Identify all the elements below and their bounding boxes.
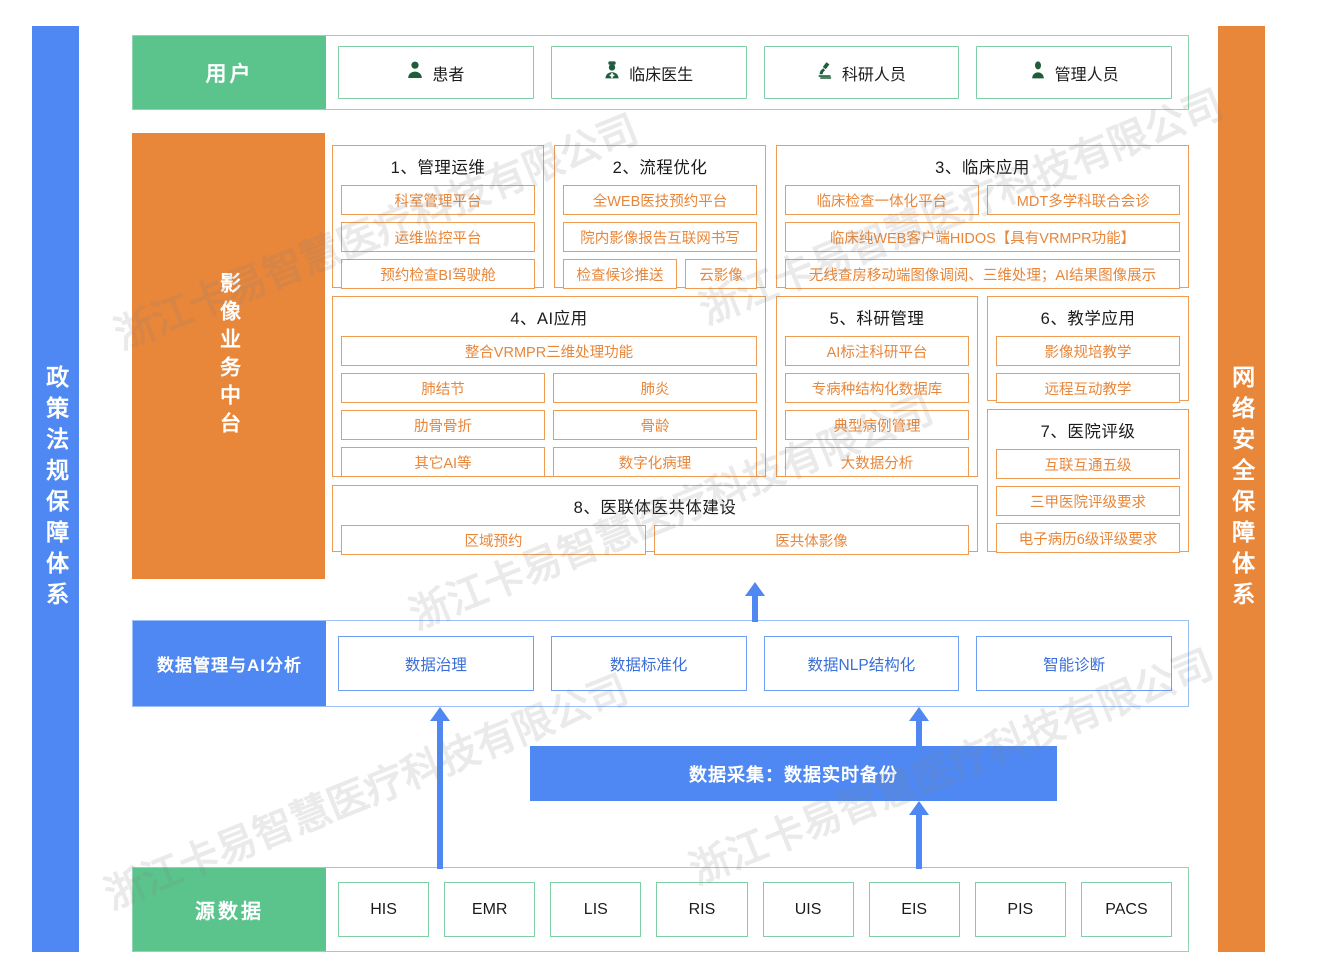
arrow-source-up [909,801,929,869]
arrow-platform-up [745,582,765,622]
group-4-item-6[interactable]: 数字化病理 [553,447,757,477]
source-data-card-his[interactable]: HIS [338,882,430,937]
group-3-item-row: 临床检查一体化平台 MDT多学科联合会诊 [785,185,1180,222]
group-3-clinical-application: 3、临床应用 临床检查一体化平台 MDT多学科联合会诊 临床纯WEB客户端HID… [776,145,1189,289]
user-card-label: 患者 [432,66,465,84]
source-data-card-ris[interactable]: RIS [656,882,748,937]
group-5-item-1[interactable]: 专病种结构化数据库 [785,373,969,403]
users-row: 用户 患者 临床医生 科研人员 [132,35,1189,110]
manager-icon [1030,61,1046,84]
group-title: 4、AI应用 [510,310,588,328]
users-row-label: 用户 [133,36,326,109]
group-4-item-row: 肋骨骨折 骨龄 [341,410,757,447]
user-card-label: 管理人员 [1054,66,1119,84]
group-7-item-0[interactable]: 互联互通五级 [996,449,1180,479]
group-4-item-3[interactable]: 肋骨骨折 [341,410,545,440]
data-management-card-nlp[interactable]: 数据NLP结构化 [763,636,960,691]
group-title: 1、管理运维 [390,159,486,177]
group-5-item-2[interactable]: 典型病例管理 [785,410,969,440]
group-6-item-0[interactable]: 影像规培教学 [996,336,1180,366]
user-card-researcher[interactable]: 科研人员 [763,46,960,99]
data-management-label: 数据管理与AI分析 [133,621,326,706]
group-4-item-row: 其它AI等 数字化病理 [341,447,757,484]
group-2-item-3[interactable]: 云影像 [685,259,757,289]
user-card-label: 科研人员 [841,66,906,84]
source-data-card-list: HIS EMR LIS RIS UIS EIS PIS PACS [338,868,1180,951]
data-management-card-standardization[interactable]: 数据标准化 [550,636,747,691]
data-management-card-list: 数据治理 数据标准化 数据NLP结构化 智能诊断 [338,621,1180,706]
platform-groups: 1、管理运维 科室管理平台 运维监控平台 预约检查BI驾驶舱 2、流程优化 全W… [332,133,1189,579]
group-1-item-2[interactable]: 预约检查BI驾驶舱 [341,259,535,289]
group-7-item-1[interactable]: 三甲医院评级要求 [996,486,1180,516]
source-data-card-eis[interactable]: EIS [868,882,960,937]
group-5-item-3[interactable]: 大数据分析 [785,447,969,477]
user-card-clinician[interactable]: 临床医生 [550,46,747,99]
group-1-management-ops: 1、管理运维 科室管理平台 运维监控平台 预约检查BI驾驶舱 [332,145,544,289]
group-4-item-1[interactable]: 肺结节 [341,373,545,403]
group-1-item-0[interactable]: 科室管理平台 [341,185,535,215]
group-2-item-2[interactable]: 检查候诊推送 [563,259,677,289]
group-4-item-2[interactable]: 肺炎 [553,373,757,403]
source-data-card-pacs[interactable]: PACS [1080,882,1172,937]
source-data-card-emr[interactable]: EMR [444,882,536,937]
arrow-engine-up [430,707,450,747]
group-4-ai-application: 4、AI应用 整合VRMPR三维处理功能 肺结节 肺炎 肋骨骨折 骨龄 其它AI… [332,296,766,477]
imaging-platform-label: 影像业务中台 [217,272,241,440]
imaging-platform-label-block: 影像业务中台 [132,133,325,579]
group-3-item-3[interactable]: 无线查房移动端图像调阅、三维处理；AI结果图像展示 [785,259,1180,289]
left-policy-band: 政策法规保障体系 [32,26,79,952]
right-security-band-label: 网络安全保障体系 [1228,365,1255,613]
group-4-item-5[interactable]: 其它AI等 [341,447,545,477]
source-data-card-pis[interactable]: PIS [974,882,1066,937]
group-title: 5、科研管理 [829,310,925,328]
group-3-item-0[interactable]: 临床检查一体化平台 [785,185,979,215]
source-data-label: 源数据 [133,868,326,951]
group-title: 6、教学应用 [1040,310,1136,328]
group-6-item-1[interactable]: 远程互动教学 [996,373,1180,403]
person-icon [407,61,423,84]
group-7-hospital-rating: 7、医院评级 互联互通五级 三甲医院评级要求 电子病历6级评级要求 [987,409,1189,553]
left-policy-band-label: 政策法规保障体系 [42,365,69,613]
imaging-platform-row: 影像业务中台 1、管理运维 科室管理平台 运维监控平台 预约检查BI驾驶舱 2、… [132,133,1189,579]
group-2-item-0[interactable]: 全WEB医技预约平台 [563,185,757,215]
microscope-icon [817,61,833,84]
group-7-item-2[interactable]: 电子病历6级评级要求 [996,523,1180,553]
group-5-item-0[interactable]: AI标注科研平台 [785,336,969,366]
arrow-collection-up [909,707,929,749]
group-8-item-row: 区域预约 医共体影像 [341,525,969,562]
group-4-item-4[interactable]: 骨龄 [553,410,757,440]
user-card-label: 临床医生 [629,66,694,84]
group-5-research-management: 5、科研管理 AI标注科研平台 专病种结构化数据库 典型病例管理 大数据分析 [776,296,978,477]
group-8-medical-alliance: 8、医联体医共体建设 区域预约 医共体影像 [332,485,978,555]
source-data-row: 源数据 HIS EMR LIS RIS UIS EIS PIS PACS [132,867,1189,952]
data-collection-bar: 数据采集：数据实时备份 [530,746,1057,801]
group-title: 2、流程优化 [612,159,708,177]
user-card-administrator[interactable]: 管理人员 [976,46,1172,99]
group-8-item-0[interactable]: 区域预约 [341,525,646,555]
right-security-band: 网络安全保障体系 [1218,26,1265,952]
group-title: 7、医院评级 [1040,423,1136,441]
group-3-item-1[interactable]: MDT多学科联合会诊 [986,185,1180,215]
group-2-process-optimization: 2、流程优化 全WEB医技预约平台 院内影像报告互联网书写 检查候诊推送 云影像 [554,145,766,289]
group-2-item-row: 检查候诊推送 云影像 [563,259,757,296]
user-card-patient[interactable]: 患者 [338,46,534,99]
engine-connector-line [437,745,443,869]
users-card-list: 患者 临床医生 科研人员 管理人员 [338,36,1180,109]
source-data-card-lis[interactable]: LIS [550,882,642,937]
group-4-item-0[interactable]: 整合VRMPR三维处理功能 [341,336,757,366]
doctor-icon [604,61,620,84]
group-title: 8、医联体医共体建设 [573,499,737,517]
group-2-item-1[interactable]: 院内影像报告互联网书写 [563,222,757,252]
data-management-row: 数据管理与AI分析 数据治理 数据标准化 数据NLP结构化 智能诊断 [132,620,1189,707]
group-1-item-1[interactable]: 运维监控平台 [341,222,535,252]
group-6-teaching-application: 6、教学应用 影像规培教学 远程互动教学 [987,296,1189,403]
data-management-card-governance[interactable]: 数据治理 [338,636,534,691]
group-3-item-2[interactable]: 临床纯WEB客户端HIDOS【具有VRMPR功能】 [785,222,1180,252]
source-data-card-uis[interactable]: UIS [762,882,854,937]
group-title: 3、临床应用 [935,159,1030,177]
group-4-item-row: 肺结节 肺炎 [341,373,757,410]
group-8-item-1[interactable]: 医共体影像 [654,525,969,555]
data-management-card-diagnosis[interactable]: 智能诊断 [976,636,1172,691]
